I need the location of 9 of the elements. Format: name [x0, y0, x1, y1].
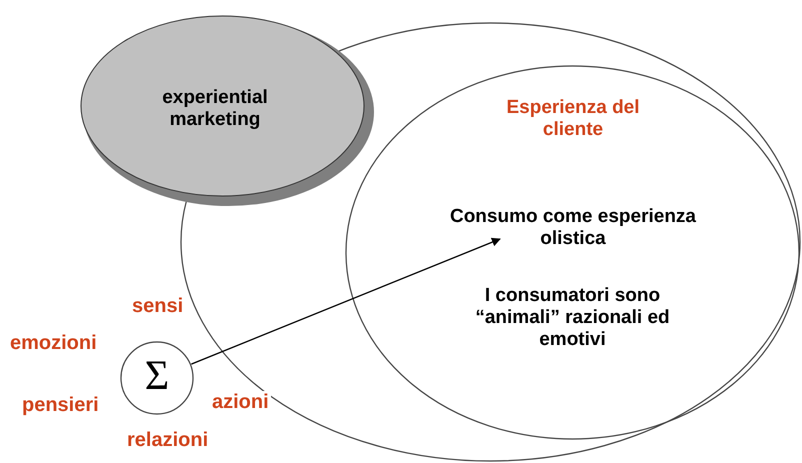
- circle-shape: [120, 341, 194, 415]
- node-text: experiential marketing: [161, 87, 269, 131]
- heading: Esperienza del cliente: [505, 97, 641, 141]
- arrow: [191, 238, 501, 365]
- sigma-symbol: Σ: [144, 353, 170, 399]
- ellipse-shape: [80, 15, 375, 207]
- ellipse-outline: [345, 65, 800, 440]
- node-text: I consumatori sono “animali” razionali ed emotivi: [474, 285, 671, 351]
- node-text: Consumo come esperienza olistica: [448, 206, 698, 250]
